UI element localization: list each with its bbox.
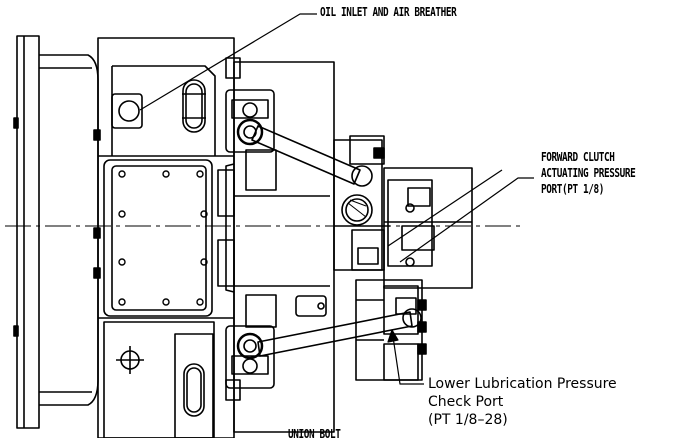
inspection-cover xyxy=(103,159,213,317)
lower-fitting xyxy=(225,325,275,389)
lower-end-block xyxy=(355,279,427,381)
oil-inlet-callout: OIL INLET AND AIR BREATHER xyxy=(320,5,457,19)
solenoid-valve xyxy=(383,167,473,289)
middle-section xyxy=(217,57,335,433)
lower-lube-callout-line1: Lower Lubrication Pressure xyxy=(428,376,617,392)
union-bolt-callout: UNION BOLT xyxy=(288,427,341,441)
forward-clutch-callout-line3: PORT(PT 1/8) xyxy=(541,182,604,196)
lower-housing xyxy=(103,321,215,438)
forward-clutch-callout-line1: FORWARD CLUTCH xyxy=(541,150,615,164)
lower-lube-callout-line2: Check Port xyxy=(428,394,504,410)
oil-pipes xyxy=(251,125,422,357)
lower-lube-callout-line3: (PT 1/8–28) xyxy=(428,412,508,428)
input-flange xyxy=(13,35,101,429)
valve-block xyxy=(333,135,390,271)
upper-fitting xyxy=(225,89,275,153)
forward-clutch-callout-line2: ACTUATING PRESSURE xyxy=(541,166,636,180)
leader-lines xyxy=(139,13,534,385)
